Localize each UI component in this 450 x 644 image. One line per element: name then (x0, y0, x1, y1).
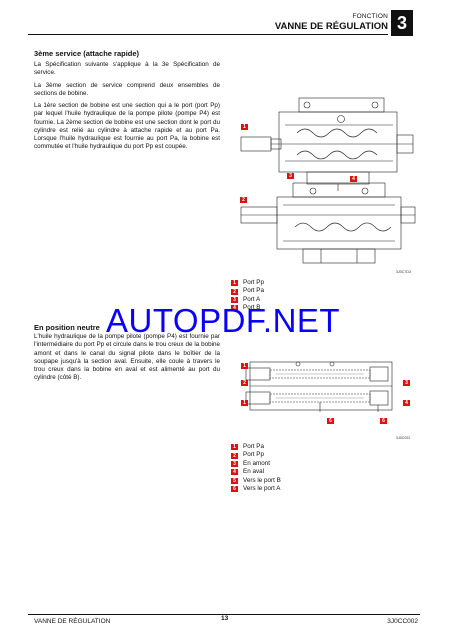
callout-1: 1 (241, 363, 248, 369)
callout-3: 3 (403, 380, 410, 386)
callout-4: 4 (350, 176, 357, 182)
legend-number-badge: 6 (231, 486, 238, 493)
legend-text: Vers le port B (243, 476, 281, 484)
legend-section1: 1 Port Pp 2 Port Pa 3 Port A 4 Port B (231, 279, 264, 313)
neutral-position-schematic (245, 361, 393, 412)
legend-number-badge: 5 (231, 477, 238, 484)
footer-rule (28, 614, 420, 615)
callout-3: 3 (287, 173, 294, 179)
header-section-label: FONCTION (352, 13, 388, 20)
figure-code: 3J0C7D3 (396, 270, 411, 274)
legend-item: 3 Port A (231, 296, 264, 304)
callout-6: 6 (327, 418, 334, 424)
legend-text: En amont (243, 459, 270, 467)
legend-text: Vers le port A (243, 484, 281, 492)
section-title-third-service: 3ème service (attache rapide) (34, 49, 140, 58)
legend-number-badge: 2 (231, 288, 238, 295)
legend-text: Port B (243, 304, 261, 312)
legend-number-badge: 4 (231, 305, 238, 312)
legend-text: Port A (243, 295, 261, 303)
legend-text: Port Pa (243, 443, 264, 450)
legend-number-badge: 1 (231, 444, 238, 451)
legend-number-badge: 1 (231, 280, 238, 287)
paragraph: La 3ème section de service comprend deux… (34, 82, 220, 98)
callout-2: 2 (241, 380, 248, 386)
legend-item: 4 Port B (231, 304, 264, 312)
lower-spool (245, 390, 389, 412)
legend-item: 1 Port Pa (231, 443, 281, 451)
lower-valve-section (240, 182, 416, 264)
upper-valve-section (240, 97, 414, 191)
footer-document-code: 3J0CC002 (387, 618, 418, 625)
watermark-text: AUTOPDF.NET (106, 302, 341, 339)
legend-item: 6 Vers le port A (231, 485, 281, 493)
legend-item: 2 Port Pa (231, 287, 264, 295)
paragraph: La Spécification suivante s'applique à l… (34, 61, 220, 77)
callout-6: 6 (380, 418, 387, 424)
figure-code: 3J0C022 (396, 436, 411, 440)
callout-1: 1 (241, 124, 248, 130)
paragraph: L'huile hydraulique de la pompe pilote (… (34, 333, 220, 382)
legend-text: Port Pp (243, 279, 264, 286)
callout-4: 4 (403, 400, 410, 406)
legend-text: Port Pp (243, 451, 264, 459)
chapter-number-box: 3 (391, 10, 413, 36)
legend-item: 2 Port Pp (231, 451, 281, 459)
legend-text: En aval (243, 468, 265, 476)
valve-sections-drawing (240, 97, 416, 264)
section-title-neutral-position: En position neutre (34, 323, 100, 332)
footer-title: VANNE DE RÉGULATION (34, 618, 111, 625)
legend-item: 3 En amont (231, 460, 281, 468)
legend-number-badge: 2 (231, 452, 238, 459)
legend-item: 4 En aval (231, 468, 281, 476)
upper-spool (245, 361, 389, 382)
legend-number-badge: 4 (231, 469, 238, 476)
header-rule (28, 34, 388, 35)
callout-1: 1 (241, 400, 248, 406)
legend-number-badge: 3 (231, 460, 238, 467)
legend-number-badge: 3 (231, 296, 238, 303)
page-number: 13 (221, 615, 229, 622)
callout-2: 2 (240, 197, 247, 203)
legend-item: 5 Vers le port B (231, 477, 281, 485)
paragraph: La 1ère section de bobine est une sectio… (34, 102, 220, 151)
header-title: VANNE DE RÉGULATION (274, 21, 388, 32)
legend-item: 1 Port Pp (231, 279, 264, 287)
legend-text: Port Pa (243, 287, 264, 295)
